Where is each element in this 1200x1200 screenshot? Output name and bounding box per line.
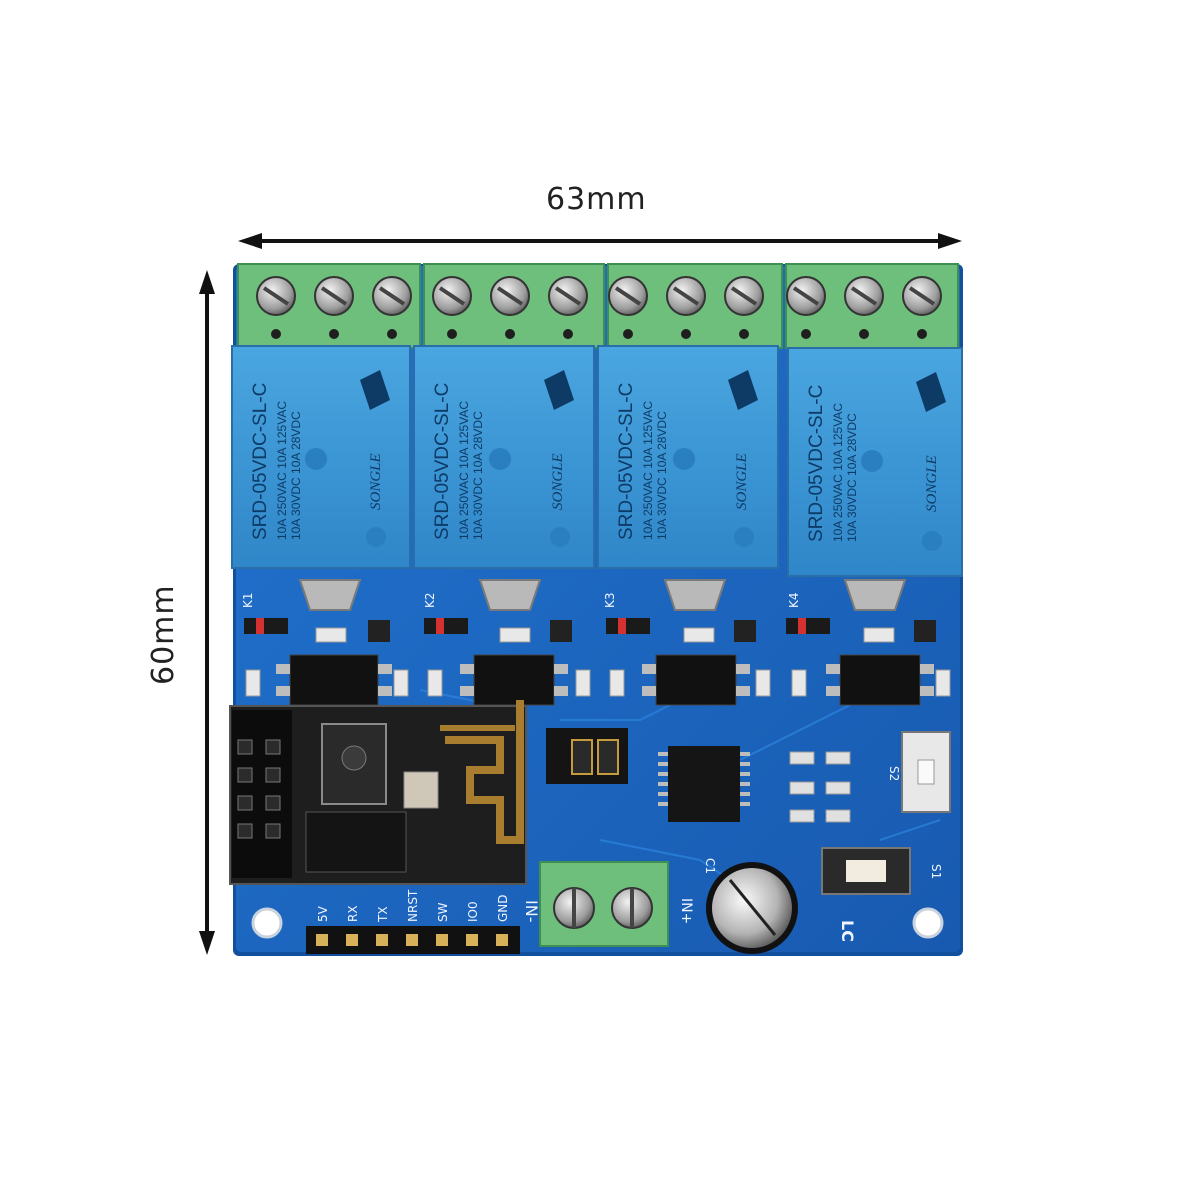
button-s1[interactable] bbox=[821, 847, 911, 895]
relay-model-text: SRD-05VDC-SL-C bbox=[250, 383, 271, 540]
pin-label-5v: 5V bbox=[316, 905, 330, 922]
relay-rating-text: 10A 30VDC 10A 28VDC bbox=[289, 411, 303, 540]
relay-brand-text: SONGLE bbox=[924, 455, 940, 512]
relay-4: SRD-05VDC-SL-C 10A 250VAC 10A 125VAC 10A… bbox=[787, 347, 963, 577]
power-input-terminal bbox=[539, 861, 669, 947]
esp01-wifi-module bbox=[229, 700, 527, 885]
relay-rating-text: 10A 250VAC 10A 125VAC bbox=[831, 403, 845, 542]
mounting-hole bbox=[251, 907, 283, 939]
relay-rating-text: 10A 250VAC 10A 125VAC bbox=[275, 401, 289, 540]
relay-brand-text: SONGLE bbox=[368, 453, 384, 510]
power-in-plus-label: IN+ bbox=[678, 898, 694, 924]
relay-brand-text: SONGLE bbox=[734, 453, 750, 510]
relay-designator-k3: K3 bbox=[603, 592, 617, 608]
optocouplers bbox=[289, 654, 921, 706]
relay-brand-text: SONGLE bbox=[550, 453, 566, 510]
pin-label-rx: RX bbox=[346, 905, 360, 922]
indicator-leds bbox=[789, 751, 851, 823]
relay-model-text: SRD-05VDC-SL-C bbox=[432, 383, 453, 540]
pin-label-gnd: GND bbox=[496, 894, 510, 922]
relay-model-text: SRD-05VDC-SL-C bbox=[806, 385, 827, 542]
height-dimension-arrow bbox=[199, 270, 215, 955]
button-s2[interactable] bbox=[901, 731, 951, 813]
switch-s2-label: S2 bbox=[887, 766, 901, 781]
switch-s1-label: S1 bbox=[929, 864, 943, 879]
pin-label-sw: SW bbox=[436, 902, 450, 922]
relay-rating-text: 10A 30VDC 10A 28VDC bbox=[655, 411, 669, 540]
relay-1: SRD-05VDC-SL-C 10A 250VAC 10A 125VAC 10A… bbox=[231, 345, 411, 569]
relay-designator-k2: K2 bbox=[423, 592, 437, 608]
smd-components bbox=[244, 618, 951, 697]
pin-label-nrst: NRST bbox=[406, 889, 420, 922]
relay-rating-text: 10A 30VDC 10A 28VDC bbox=[845, 413, 859, 542]
width-dimension-arrow bbox=[238, 233, 962, 249]
mounting-hole bbox=[912, 907, 944, 939]
relay-model-text: SRD-05VDC-SL-C bbox=[616, 383, 637, 540]
capacitor-label: C1 bbox=[703, 858, 717, 874]
electrolytic-capacitor-c1 bbox=[706, 862, 798, 954]
relay-rating-text: 10A 250VAC 10A 125VAC bbox=[457, 401, 471, 540]
logic-ic bbox=[658, 746, 750, 822]
jumper-header bbox=[546, 728, 628, 784]
pin-label-io0: IO0 bbox=[466, 901, 480, 922]
relay-rating-text: 10A 250VAC 10A 125VAC bbox=[641, 401, 655, 540]
relay-2: SRD-05VDC-SL-C 10A 250VAC 10A 125VAC 10A… bbox=[413, 345, 595, 569]
width-dimension-label: 63mm bbox=[546, 182, 647, 217]
relay-rating-text: 10A 30VDC 10A 28VDC bbox=[471, 411, 485, 540]
height-dimension-label: 60mm bbox=[146, 584, 181, 685]
relay-terminal-blocks bbox=[237, 263, 959, 349]
power-in-minus-label: IN- bbox=[522, 900, 541, 922]
pin-label-tx: TX bbox=[376, 906, 390, 923]
relay-3: SRD-05VDC-SL-C 10A 250VAC 10A 125VAC 10A… bbox=[597, 345, 779, 569]
relay-pin-pads bbox=[298, 579, 907, 611]
relay-designator-k4: K4 bbox=[787, 592, 801, 608]
relay-designator-k1: K1 bbox=[241, 592, 255, 608]
logo-label: LC bbox=[838, 920, 857, 942]
pin-header bbox=[306, 926, 520, 954]
